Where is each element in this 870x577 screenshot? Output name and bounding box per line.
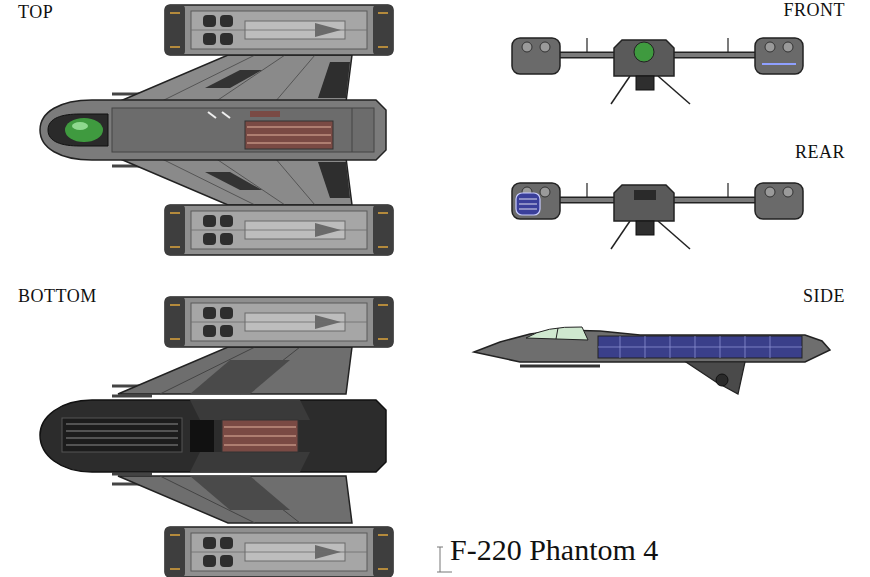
bottom-view	[66, 437, 178, 439]
top-view	[205, 172, 262, 190]
bottom-view	[190, 476, 290, 510]
top-view	[245, 121, 333, 149]
top-view	[247, 142, 331, 144]
top-view	[40, 5, 393, 255]
bottom-view	[112, 473, 152, 476]
side-view	[686, 362, 745, 394]
bottom-view	[222, 420, 298, 452]
top-view	[250, 111, 280, 117]
scale-marker	[440, 547, 441, 572]
top-view	[65, 118, 103, 142]
rear-view	[519, 204, 537, 205]
side-view	[598, 336, 802, 358]
scale-marker	[437, 547, 443, 548]
bottom-view	[40, 297, 393, 577]
bottom-view	[224, 444, 296, 446]
top-view	[40, 100, 386, 160]
bottom-view	[165, 527, 393, 577]
scale-marker	[437, 547, 452, 572]
rear-view	[519, 209, 537, 210]
side-view	[520, 365, 600, 368]
front-view	[512, 38, 803, 104]
view-label: FRONT	[783, 1, 845, 21]
top-view	[247, 134, 331, 136]
bottom-view	[224, 435, 296, 437]
top-view	[275, 55, 315, 102]
bottom-view	[190, 360, 290, 394]
view-label: SIDE	[803, 287, 845, 307]
top-view	[72, 122, 88, 130]
rear-view	[519, 199, 537, 200]
diagram-title: F-220 Phantom 4	[450, 533, 658, 566]
bottom-view	[190, 452, 310, 472]
front-view	[512, 38, 803, 104]
bottom-view	[40, 400, 386, 472]
side-view	[716, 374, 728, 386]
side-view	[598, 347, 802, 348]
top-view	[318, 62, 350, 98]
front-view	[634, 42, 654, 62]
top-view	[48, 114, 108, 146]
rear-view	[516, 193, 540, 215]
bottom-view	[190, 420, 214, 452]
top-view	[222, 112, 230, 118]
top-view	[118, 55, 352, 102]
side-view	[474, 327, 830, 394]
bottom-view	[112, 395, 152, 398]
front-view	[762, 63, 796, 65]
top-view	[118, 158, 352, 205]
rear-view	[512, 183, 803, 249]
view-label: TOP	[18, 3, 53, 23]
bottom-view	[190, 400, 310, 420]
top-view	[165, 205, 393, 255]
bottom-view	[66, 423, 178, 425]
bottom-view	[62, 418, 182, 452]
bottom-view	[118, 347, 352, 394]
top-view	[165, 5, 393, 55]
bottom-view	[118, 476, 352, 523]
top-view	[205, 70, 262, 88]
bottom-view	[165, 297, 393, 347]
top-view	[112, 108, 374, 152]
top-view	[352, 108, 353, 152]
bottom-view	[66, 430, 178, 432]
rear-view	[512, 183, 803, 249]
top-view	[275, 158, 315, 205]
bottom-view	[224, 426, 296, 428]
scale-marker	[437, 572, 452, 573]
view-label: REAR	[795, 143, 845, 163]
top-view	[247, 126, 331, 128]
side-view	[526, 327, 588, 340]
rear-view	[634, 190, 656, 200]
top-view	[318, 162, 350, 198]
view-label: BOTTOM	[18, 287, 97, 307]
side-view	[474, 330, 830, 362]
bottom-view	[66, 444, 178, 446]
top-view	[208, 112, 216, 118]
side-view	[556, 328, 558, 339]
